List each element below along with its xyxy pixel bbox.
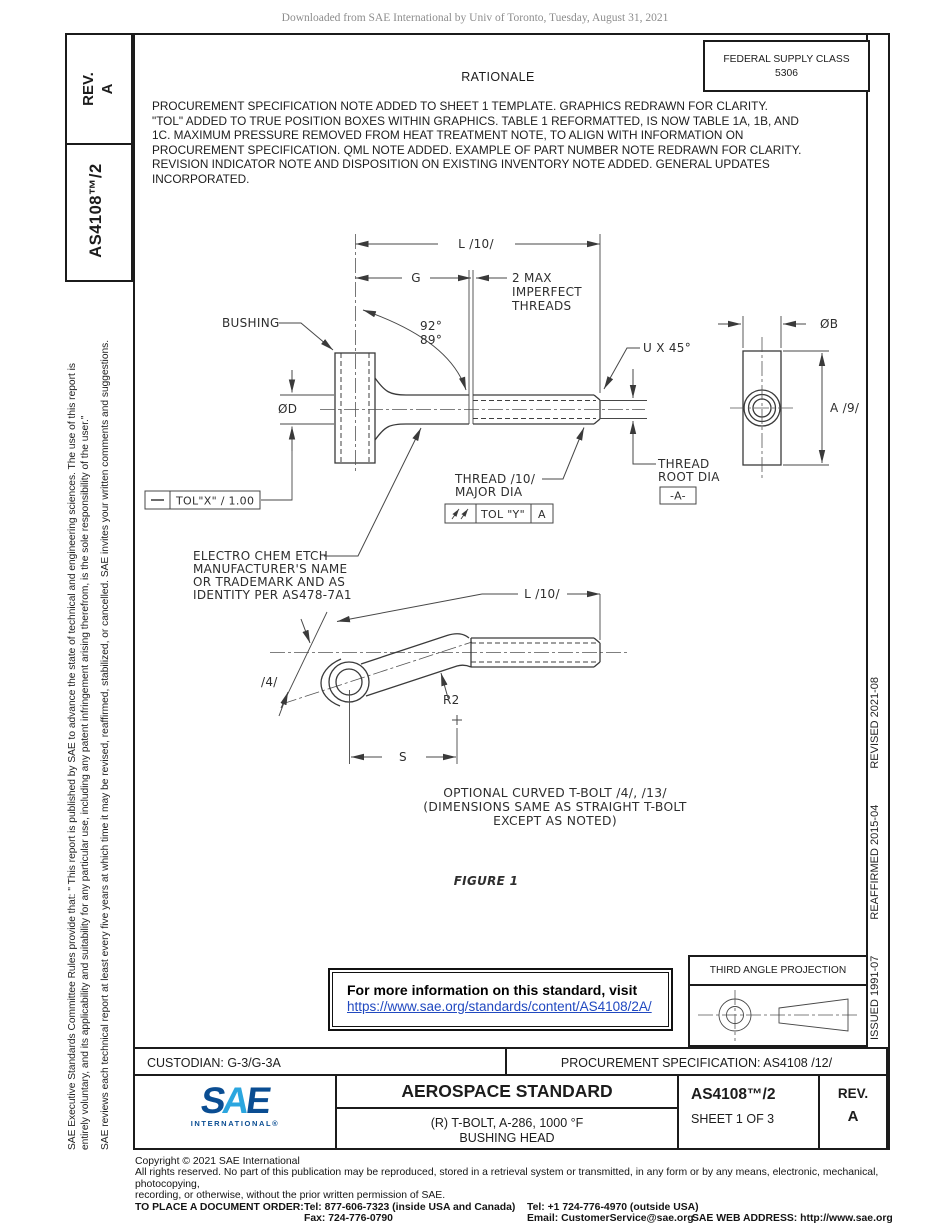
- etch-note: MANUFACTURER'S NAME: [193, 562, 347, 576]
- rationale-line: REVISION INDICATOR NOTE AND DISPOSITION …: [152, 157, 770, 172]
- sae-logo-subtext: INTERNATIONAL®: [190, 1119, 280, 1128]
- revision-history-column: ISSUED 1991-07 REAFFIRMED 2015-04 REVISE…: [869, 552, 885, 1040]
- imperfect-threads-note: 2 MAX: [512, 271, 552, 285]
- chamfer-label: U X 45°: [643, 341, 691, 355]
- radius-label: R2: [443, 693, 460, 707]
- standard-title-line1: (R) T-BOLT, A-286, 1000 °F: [430, 1116, 584, 1130]
- thread-major-label: THREAD /10/: [454, 472, 536, 486]
- dim-A-label: A /9/: [830, 401, 860, 415]
- etch-note: IDENTITY PER AS478-7A1: [193, 588, 352, 602]
- rationale-line: PROCUREMENT SPECIFICATION. QML NOTE ADDE…: [152, 142, 802, 157]
- rev-cell: REV. A: [818, 1074, 888, 1150]
- rationale-line: 1C. MAXIMUM PRESSURE REMOVED FROM HEAT T…: [152, 128, 744, 143]
- thread-major-label: MAJOR DIA: [455, 485, 523, 499]
- rights-line: All rights reserved. No part of this pub…: [135, 1167, 879, 1190]
- rationale-line: "TOL" ADDED TO TRUE POSITION BOXES WITHI…: [152, 113, 799, 128]
- dimensions-straight-view: L /10/ G 2 MAX IMPERFECT THREADS BUSHING…: [144, 234, 860, 602]
- rationale-paragraph: PROCUREMENT SPECIFICATION NOTE ADDED TO …: [152, 99, 872, 187]
- review-notice-column: SAE reviews each technical report at lea…: [100, 339, 111, 1150]
- bushing-label: BUSHING: [222, 316, 280, 330]
- imperfect-threads-note: THREADS: [511, 299, 571, 313]
- imperfect-threads-note: IMPERFECT: [512, 285, 582, 299]
- etch-note: OR TRADEMARK AND AS: [193, 575, 345, 589]
- rev-sidebar-text: REV. A: [79, 37, 119, 141]
- curved-caption: (DIMENSIONS SAME AS STRAIGHT T-BOLT: [423, 800, 687, 814]
- more-info-inner: For more information on this standard, v…: [332, 972, 669, 1027]
- standard-type-heading: AEROSPACE STANDARD: [337, 1076, 677, 1109]
- standard-title-line2: BUSHING HEAD: [459, 1131, 555, 1145]
- note-4-label: /4/: [261, 675, 278, 689]
- tel-inside: Tel: 877-606-7323 (inside USA and Canada…: [304, 1202, 516, 1214]
- doc-number-sidebar-box: [65, 143, 133, 282]
- download-watermark: Downloaded from SAE International by Uni…: [281, 12, 669, 24]
- federal-supply-class-box: FEDERAL SUPPLY CLASS 5306: [703, 40, 870, 92]
- angle-label: 89°: [420, 333, 442, 347]
- email-address: Email: CustomerService@sae.org: [527, 1213, 694, 1225]
- straightness-tolerance-frame: TOL"X" / 1.00: [144, 490, 261, 510]
- more-info-box: For more information on this standard, v…: [328, 968, 673, 1031]
- rev-value: A: [99, 83, 116, 95]
- standard-title-cell: AEROSPACE STANDARD (R) T-BOLT, A-286, 10…: [335, 1074, 679, 1150]
- procurement-spec-cell: PROCUREMENT SPECIFICATION: AS4108 /12/: [505, 1047, 888, 1076]
- rationale-line: INCORPORATED.: [152, 171, 250, 186]
- rights-line: recording, or otherwise, without the pri…: [135, 1189, 446, 1201]
- rev-cell-label: REV.: [837, 1086, 869, 1101]
- sae-logo-e: E: [244, 1080, 272, 1121]
- third-angle-projection-label: THIRD ANGLE PROJECTION: [690, 957, 866, 986]
- sae-logo: SAE: [199, 1080, 272, 1121]
- angle-label: 92°: [420, 319, 442, 333]
- rationale-heading: RATIONALE: [461, 70, 535, 84]
- straight-t-bolt-view: [280, 234, 647, 472]
- reaffirmed-date: REAFFIRMED 2015-04: [869, 804, 881, 920]
- end-view: [730, 316, 829, 479]
- curved-t-bolt-view: L /10/ /4/ R2 S OPTIONAL CURVED T-BOLT /…: [261, 587, 687, 828]
- fsc-value: 5306: [775, 68, 798, 79]
- issued-date: ISSUED 1991-07: [869, 955, 881, 1040]
- fax-number: Fax: 724-776-0790: [304, 1213, 393, 1225]
- rev-label: REV.: [80, 72, 97, 106]
- dim-G-label: G: [411, 271, 421, 285]
- datum-a-box: -A-: [659, 486, 697, 505]
- web-address: SAE WEB ADDRESS: http://www.sae.org: [692, 1213, 893, 1225]
- curved-caption: OPTIONAL CURVED T-BOLT /4/, /13/: [443, 786, 667, 800]
- fsc-label: FEDERAL SUPPLY CLASS: [723, 54, 850, 65]
- tel-outside: Tel: +1 724-776-4970 (outside USA): [527, 1202, 699, 1214]
- legal-notice-column: SAE Executive Standards Committee Rules …: [66, 280, 94, 1150]
- doc-number-sidebar-text: AS4108™/2: [87, 163, 105, 258]
- dim-L-label: L /10/: [458, 237, 494, 251]
- thread-root-label: ROOT DIA: [658, 470, 720, 484]
- figure-caption: FIGURE 1: [454, 874, 519, 888]
- sae-logo-cell: SAE INTERNATIONAL®: [133, 1074, 337, 1150]
- dia-b-label: ØB: [820, 317, 838, 331]
- legal-line-1: SAE Executive Standards Committee Rules …: [67, 363, 78, 1150]
- dim-L2-label: L /10/: [524, 587, 560, 601]
- more-info-text: For more information on this standard, v…: [347, 982, 638, 998]
- dia-d-label: ØD: [278, 402, 297, 416]
- technical-drawing-figure1: L /10/ G 2 MAX IMPERFECT THREADS BUSHING…: [144, 234, 860, 888]
- custodian-cell: CUSTODIAN: G-3/G-3A: [133, 1047, 507, 1076]
- footer-legal: Copyright © 2021 SAE International All r…: [135, 1156, 925, 1225]
- etch-note: ELECTRO CHEM ETCH: [193, 549, 328, 563]
- order-label: TO PLACE A DOCUMENT ORDER:: [135, 1202, 304, 1214]
- rationale-line: PROCUREMENT SPECIFICATION NOTE ADDED TO …: [152, 99, 768, 113]
- revised-date: REVISED 2021-08: [869, 676, 881, 769]
- datum-a-label: -A-: [670, 490, 686, 503]
- tol-y-datum: A: [538, 508, 546, 521]
- third-angle-projection-box: THIRD ANGLE PROJECTION: [688, 955, 868, 1047]
- copyright-line: Copyright © 2021 SAE International: [135, 1156, 300, 1167]
- thread-root-label: THREAD: [657, 457, 710, 471]
- curved-caption: EXCEPT AS NOTED): [493, 814, 617, 828]
- third-angle-projection-icon: [698, 990, 860, 1041]
- standard-link[interactable]: https://www.sae.org/standards/content/AS…: [347, 999, 652, 1014]
- legal-line-2: entirely voluntary, and its applicabilit…: [80, 415, 91, 1150]
- doc-number-cell: AS4108™/2 SHEET 1 OF 3: [677, 1074, 820, 1150]
- revision-dates-divider: [866, 33, 868, 1047]
- tol-y-label: TOL "Y": [480, 508, 525, 521]
- runout-tolerance-frame: TOL "Y" A: [444, 503, 554, 524]
- tol-x-label: TOL"X" / 1.00: [175, 495, 254, 508]
- dim-S-label: S: [399, 750, 407, 764]
- rev-cell-value: A: [847, 1108, 859, 1125]
- sheet-number: SHEET 1 OF 3: [691, 1112, 775, 1126]
- doc-number: AS4108™/2: [691, 1086, 776, 1103]
